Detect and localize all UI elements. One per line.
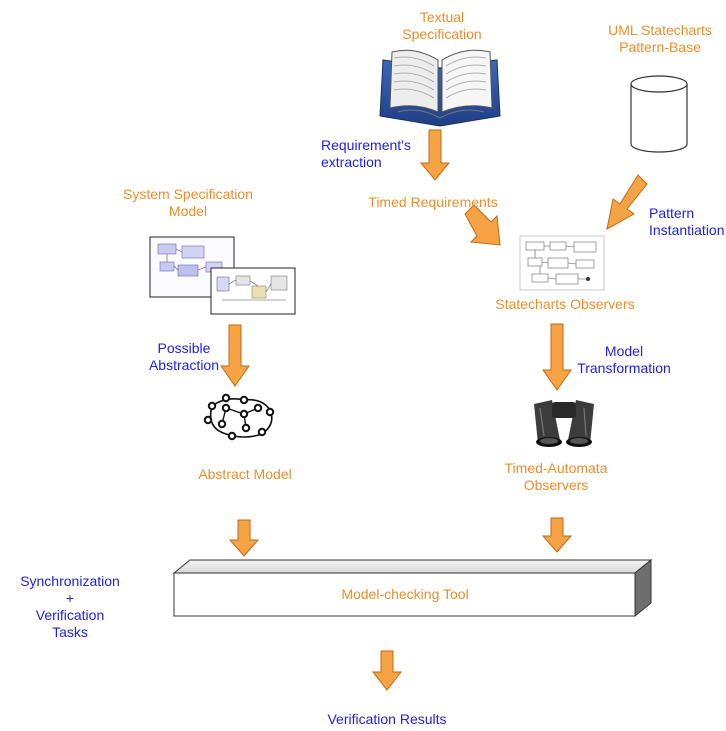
pattern-instantiation-label: Pattern Instantiation [649,205,725,238]
model-checking-tool-box [172,558,653,618]
statecharts-observers-label: Statecharts Observers [495,296,635,312]
verification-results-label: Verification Results [327,711,447,727]
timed-automata-observers-label: Timed-Automata Observers [504,460,608,493]
uml-pattern-base-label: UML Statecharts Pattern-Base [608,22,712,55]
graph-nodes-icon [203,393,275,441]
model-checking-tool-label: Model-checking Tool [341,586,469,602]
arrow-requirements-to-statecharts [464,204,501,246]
model-screenshots-icon [149,236,296,315]
requirements-extraction-label: Requirement's extraction [321,137,411,170]
arrow-tool-to-results [371,650,403,691]
abstract-model-label: Abstract Model [198,466,292,482]
arrow-model-to-abstract [220,324,250,387]
textual-specification-label: Textual Specification [402,9,482,42]
open-book-icon [379,49,501,127]
statechart-thumbnail-icon [519,235,605,291]
arrow-patternbase-to-statecharts [606,174,648,230]
possible-abstraction-label: Possible Abstraction [148,340,220,373]
arrow-book-to-requirements [419,129,451,181]
arrow-statecharts-to-ta [542,323,572,391]
system-specification-model-label: System Specification Model [123,186,253,219]
sync-verification-tasks-label: Synchronization + Verification Tasks [20,573,120,640]
cylinder-database-icon [630,75,688,153]
arrow-ta-to-tool [541,517,573,553]
binoculars-icon [534,400,594,447]
arrow-abstract-to-tool [228,519,260,557]
timed-requirements-label: Timed Requirements [368,194,498,210]
model-transformation-label: Model Transformation [577,343,671,376]
